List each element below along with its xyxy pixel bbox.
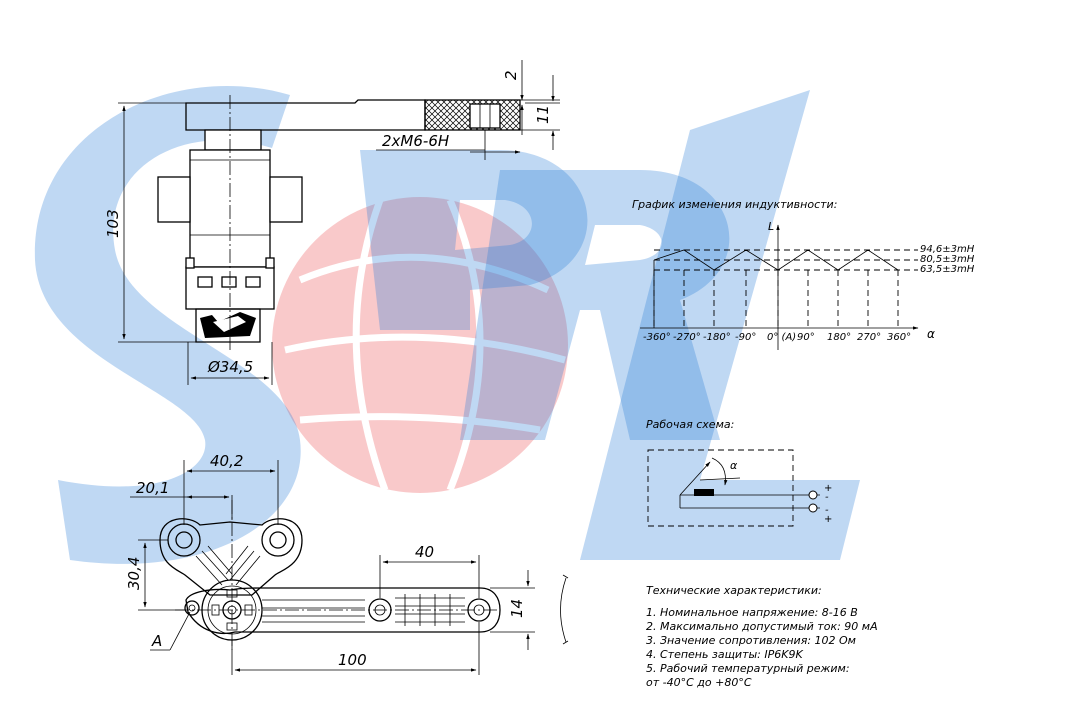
rotation-arc xyxy=(560,577,567,643)
dim-40: 40 xyxy=(415,543,434,561)
watermark xyxy=(34,86,860,564)
tick-label: -360° xyxy=(643,332,671,343)
dim-11: 11 xyxy=(534,105,552,124)
level-2: 80,5±3mH xyxy=(920,254,975,265)
scheme-alpha: α xyxy=(730,459,738,472)
x-axis-label: α xyxy=(927,327,935,341)
graph-ticks: -360°-270°-180° -90° 0° (A)90° 180° 270° 360° xyxy=(643,332,911,343)
dim-2: 2 xyxy=(502,70,520,80)
spec-item-5: 5. Рабочий температурный режим: xyxy=(646,662,850,675)
label-a: A xyxy=(151,632,162,650)
graph-line xyxy=(653,249,899,271)
dim-40-2: 40,2 xyxy=(210,452,243,470)
dim-103: 103 xyxy=(104,209,122,238)
terminal-2 xyxy=(808,503,818,513)
graph-title: График изменения индуктивности: xyxy=(632,198,837,211)
tick-label: 360° xyxy=(887,332,911,343)
terminal-2-b: + xyxy=(824,514,832,525)
level-3: 63,5±3mH xyxy=(920,264,975,275)
spec-item-2: 2. Максимально допустимый ток: 90 мА xyxy=(646,620,878,633)
spec-item-6: от -40°С до +80°С xyxy=(646,676,752,689)
tick-label: -180° xyxy=(703,332,731,343)
dim-20-1: 20,1 xyxy=(136,479,169,497)
bottom-view: 40,2 20,1 30,4 40 14 100 A xyxy=(125,452,569,675)
dim-thread: 2xM6-6H xyxy=(382,132,449,150)
spec-item-4: 4. Степень защиты: IP6K9K xyxy=(646,648,803,661)
dim-diameter: Ø34,5 xyxy=(207,358,253,376)
spec-item-3: 3. Значение сопротивления: 102 Ом xyxy=(646,634,856,647)
scheme-frame xyxy=(647,449,794,527)
watermark-letter-s xyxy=(34,86,301,564)
spec-item-1: 1. Номинальное напряжение: 8-16 В xyxy=(646,606,858,619)
dim-14: 14 xyxy=(508,599,526,618)
tick-label: -90° xyxy=(735,332,756,343)
terminal-1-b: - xyxy=(825,492,829,503)
coil-symbol xyxy=(694,489,714,496)
y-axis-label: L xyxy=(768,220,774,233)
specs-title: Технические характеристики: xyxy=(646,584,822,597)
inductance-graph: График изменения индуктивности: L α -360… xyxy=(632,198,975,350)
dim-30-4: 30,4 xyxy=(125,557,143,590)
watermark-letter-p xyxy=(360,150,588,330)
terminal-1 xyxy=(808,490,818,500)
tick-label: 180° xyxy=(827,332,851,343)
tick-label: 0° (A) xyxy=(767,332,796,343)
working-scheme: Рабочая схема: α + - - + xyxy=(646,418,832,527)
tick-label: 90° xyxy=(797,332,815,343)
watermark-letter-l xyxy=(580,90,860,560)
tick-label: 270° xyxy=(857,332,881,343)
graph-lines xyxy=(653,249,918,328)
tick-label: -270° xyxy=(673,332,701,343)
terminal-2-a: - xyxy=(825,505,829,516)
specifications: Технические характеристики: 1. Номинальн… xyxy=(646,584,878,689)
watermark-globe xyxy=(272,197,568,493)
scheme-title: Рабочая схема: xyxy=(646,418,734,431)
level-1: 94,6±3mH xyxy=(920,244,975,255)
dim-100: 100 xyxy=(338,651,367,669)
top-view: 103 Ø34,5 2xM6-6H 2 11 xyxy=(104,60,560,385)
watermark-letter-r xyxy=(460,170,730,440)
terminal-1-a: + xyxy=(824,483,832,494)
